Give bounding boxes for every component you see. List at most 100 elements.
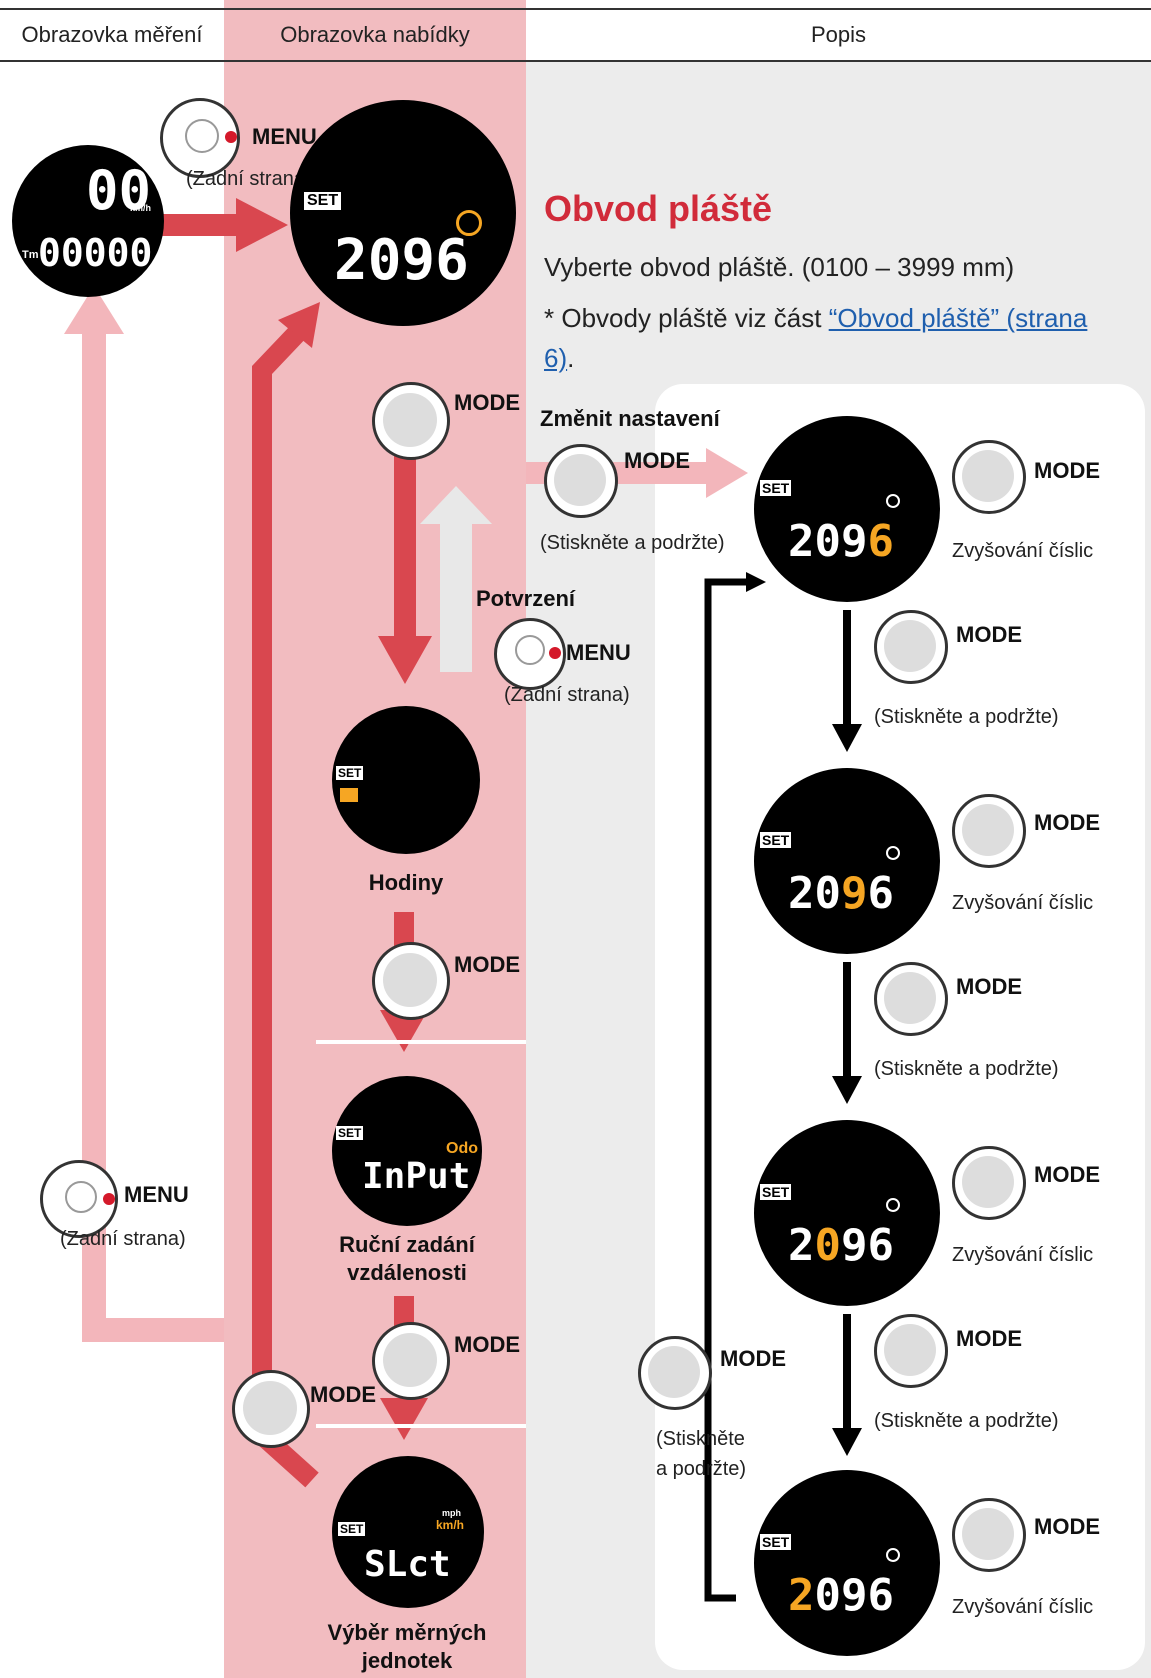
digit-3: 9 <box>841 868 868 919</box>
wheel-icon <box>886 1198 900 1212</box>
mode-button-icon <box>638 1336 712 1410</box>
menu-label-top: MENU <box>252 124 317 149</box>
digit-1: 2 <box>788 1570 815 1621</box>
digit-value: 2096 <box>788 1570 894 1621</box>
menu-button-icon <box>494 618 566 690</box>
digit-2: 0 <box>814 516 842 567</box>
change-arrow-head <box>706 448 748 498</box>
separator-2 <box>316 1424 526 1428</box>
unit-kmh: km/h <box>436 1518 465 1532</box>
time-value: 00000 <box>38 231 153 275</box>
mode-button-icon <box>544 444 618 518</box>
mode-button-icon <box>952 440 1026 514</box>
mode-label-r1: MODE <box>1034 458 1100 483</box>
confirm-label: Potvrzení <box>476 586 576 611</box>
enter-menu-arrow-body <box>160 214 240 236</box>
measure-screen-display: 00 km/h Tm 00000 <box>12 145 164 297</box>
mode-button-icon <box>952 794 1026 868</box>
return-arrow-pink-head <box>64 286 124 334</box>
note-link-cont[interactable]: 6) <box>544 343 568 373</box>
mode-button-icon <box>372 942 450 1020</box>
loop-back-arrow-head <box>278 302 320 348</box>
wheel-menu-screen: SET 2096 <box>290 100 516 326</box>
enter-menu-arrow-head <box>236 198 288 252</box>
unit-label-1: Výběr měrných <box>327 1620 487 1645</box>
set-badge-clock: SET <box>336 766 364 780</box>
increase-label-1: Zvyšování číslic <box>952 540 1094 562</box>
press-hold-d3: (Stiskněte a podržte) <box>874 1410 1059 1432</box>
input-menu-screen: SET InPut Odo <box>332 1076 482 1226</box>
confirm-arrow-body <box>440 522 472 672</box>
mode-label-3: MODE <box>454 1332 520 1357</box>
down-arrow-2-head <box>380 1010 428 1052</box>
digit-value: 2096 <box>788 1220 894 1271</box>
column-header-measure: Obrazovka měření <box>21 22 203 47</box>
digit-down-2-body <box>843 962 851 1080</box>
unit-text: SLct <box>364 1544 451 1585</box>
digit-1: 2 <box>788 516 815 567</box>
input-text: InPut <box>362 1156 471 1197</box>
description-note: * Obvody pláště viz část “Obvod pláště” … <box>544 298 1144 378</box>
mode-label-r4: MODE <box>1034 1514 1100 1539</box>
clock-icon <box>340 788 358 802</box>
digit-edit-screen: SET 2096 <box>754 416 940 602</box>
back-side-label-confirm: (Zadní strana) <box>504 684 630 706</box>
speed-value: 00 <box>86 159 152 222</box>
input-label-2: vzdálenosti <box>347 1260 467 1285</box>
note-suffix: . <box>567 343 575 373</box>
digit-2: 0 <box>814 1220 842 1271</box>
set-badge: SET <box>760 832 792 848</box>
press-hold-loop-1: (Stiskněte <box>656 1428 745 1450</box>
digit-1: 2 <box>788 868 815 919</box>
wheel-icon <box>886 846 900 860</box>
return-arrow-pink <box>82 330 224 1342</box>
mode-button-icon <box>952 1498 1026 1572</box>
set-badge: SET <box>760 480 792 496</box>
digit-down-3-body <box>843 1314 851 1432</box>
digit-4: 6 <box>867 1570 895 1621</box>
header-top-rule <box>0 8 1151 10</box>
menu-label-confirm: MENU <box>566 640 631 665</box>
separator-1 <box>316 1040 526 1044</box>
mode-label-d1: MODE <box>956 622 1022 647</box>
menu-label-left: MENU <box>124 1182 189 1207</box>
press-hold-d2: (Stiskněte a podržte) <box>874 1058 1059 1080</box>
mode-button-icon <box>372 1322 450 1400</box>
digit-2: 0 <box>814 1570 842 1621</box>
down-arrow-1-body <box>394 440 416 640</box>
digit-down-1-body <box>843 610 851 728</box>
note-prefix: * Obvody pláště viz část <box>544 303 829 333</box>
digit-1: 2 <box>788 1220 815 1271</box>
unit-label-2: jednotek <box>361 1648 453 1673</box>
input-label-1: Ruční zadání <box>339 1232 475 1257</box>
digit-edit-screen: SET 2096 <box>754 1470 940 1656</box>
mode-label-d2: MODE <box>956 974 1022 999</box>
increase-label-4: Zvyšování číslic <box>952 1596 1094 1618</box>
note-link[interactable]: “Obvod pláště” (strana <box>828 303 1088 333</box>
increase-label-2: Zvyšování číslic <box>952 892 1094 914</box>
digit-4: 6 <box>867 1220 895 1271</box>
header-bottom-rule <box>0 60 1151 62</box>
digit-down-2-head <box>832 1076 862 1104</box>
digit-3: 9 <box>841 1220 868 1271</box>
mode-label-r2: MODE <box>1034 810 1100 835</box>
confirm-arrow-head <box>420 486 492 524</box>
wheel-icon <box>886 494 900 508</box>
mode-label-loop: MODE <box>720 1346 786 1371</box>
description-line: Vyberte obvod pláště. (0100 – 3999 mm) <box>544 252 1015 282</box>
press-hold-d1: (Stiskněte a podržte) <box>874 706 1059 728</box>
mode-label-r3: MODE <box>1034 1162 1100 1187</box>
digit-3: 9 <box>841 516 868 567</box>
speed-unit: km/h <box>130 203 152 213</box>
down-arrow-3-head <box>380 1398 428 1440</box>
set-badge: SET <box>760 1534 792 1550</box>
digit-4: 6 <box>867 516 895 567</box>
digit-4: 6 <box>867 868 895 919</box>
mode-label-2: MODE <box>454 952 520 977</box>
wheel-icon <box>886 1548 900 1562</box>
digit-value: 2096 <box>788 516 894 567</box>
digit-3: 9 <box>841 1570 868 1621</box>
digit-down-1-head <box>832 724 862 752</box>
column-header-menu: Obrazovka nabídky <box>280 22 470 47</box>
mode-button-icon <box>372 382 450 460</box>
